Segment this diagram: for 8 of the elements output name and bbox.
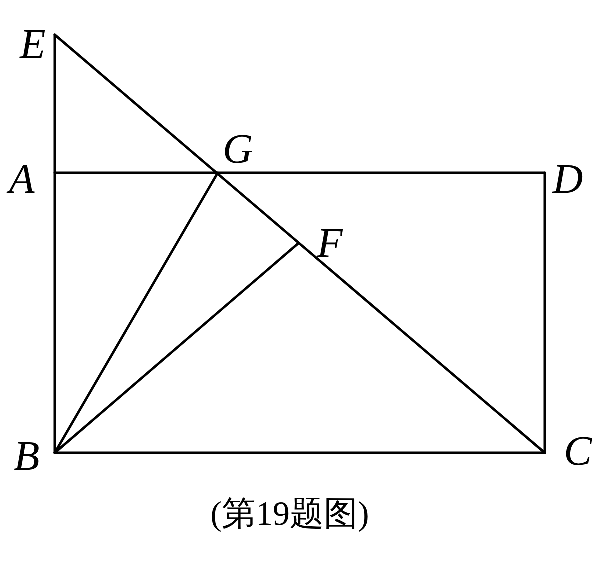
point-label: B [14, 436, 40, 478]
point-label: A [9, 159, 35, 201]
point-label: D [552, 159, 584, 201]
point-label: C [564, 431, 592, 473]
point-label: E [20, 24, 46, 66]
point-label: F [317, 223, 343, 265]
figure-caption: (第19题图) [210, 498, 370, 532]
point-label: G [222, 129, 254, 171]
